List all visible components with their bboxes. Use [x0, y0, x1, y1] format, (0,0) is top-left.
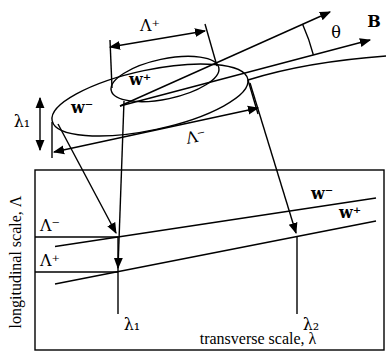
scale-line	[296, 237, 297, 314]
line-label: w⁻	[311, 186, 333, 202]
axis-tick-label: λ₁	[124, 317, 141, 333]
angle-arc	[303, 24, 314, 55]
angle-label: θ	[331, 25, 341, 41]
level-line	[35, 236, 118, 237]
extension-line	[205, 24, 217, 66]
field-line	[120, 40, 370, 106]
dimension-label: λ₁	[14, 114, 31, 130]
inner-ellipse	[107, 48, 223, 110]
extension-line	[51, 122, 52, 158]
spectrum-line	[55, 221, 376, 284]
field-label: B	[367, 14, 381, 30]
field-curve	[248, 56, 386, 80]
axis-title: transverse scale, λ	[200, 331, 317, 347]
line-label: w⁺	[339, 205, 361, 221]
outer-ellipse	[46, 50, 254, 150]
projection-arrow	[118, 101, 124, 268]
axis-title: longitudinal scale, Λ	[8, 196, 24, 329]
axis-tick-label: Λ⁺	[40, 253, 60, 269]
dimension-line	[39, 98, 40, 150]
spectrum-line	[55, 198, 376, 247]
axis-tick-label: Λ⁻	[40, 218, 60, 234]
dimension-label: Λ⁻	[185, 127, 208, 147]
vector-label: w⁻	[71, 100, 93, 116]
projection-arrow	[58, 124, 116, 233]
level-line	[35, 271, 118, 272]
plot-frame	[35, 170, 384, 350]
scale-line	[117, 237, 118, 314]
extension-line	[110, 40, 112, 88]
dimension-label: Λ⁺	[140, 18, 160, 34]
vector-label: w⁺	[129, 72, 151, 88]
extension-line	[248, 80, 258, 114]
